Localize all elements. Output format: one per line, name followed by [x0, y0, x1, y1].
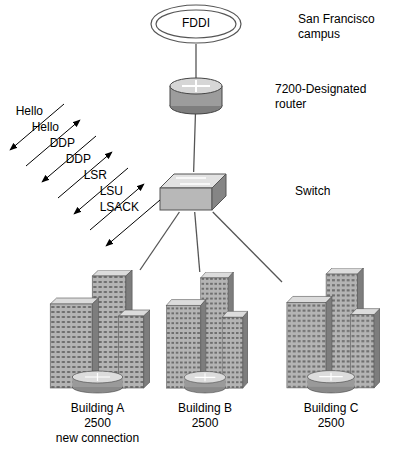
- building-node: Building C2500: [282, 268, 380, 395]
- building-illustration: [50, 268, 380, 393]
- protocol-label: Hello: [0, 104, 43, 119]
- network-link: [194, 114, 196, 172]
- network-link: [213, 212, 282, 282]
- node-label: Building B: [132, 401, 278, 416]
- node-label: Building A: [20, 401, 175, 416]
- node-label: FDDI: [150, 16, 242, 31]
- node-label: 2500: [20, 416, 175, 431]
- designated-router: 7200-Designated router: [170, 78, 222, 114]
- network-link: [195, 212, 200, 272]
- building-node: Building A2500new connection: [45, 270, 150, 395]
- protocol-label: LSACK: [79, 200, 139, 215]
- node-label: 2500: [256, 416, 400, 431]
- network-link: [140, 212, 179, 270]
- fddi-ring: FDDI: [150, 4, 242, 44]
- network-link: [195, 44, 196, 78]
- node-label: new connection: [20, 431, 175, 446]
- node-label: 7200-Designated router: [275, 82, 383, 112]
- building-node: Building B2500: [162, 272, 248, 395]
- protocol-label: LSR: [47, 168, 107, 183]
- protocol-label: LSU: [63, 184, 123, 199]
- switch-node: Switch: [160, 172, 226, 212]
- campus-label: San Francisco campus: [298, 12, 393, 42]
- node-label: Building C: [256, 401, 400, 416]
- node-label: 2500: [132, 416, 278, 431]
- protocol-label: DDP: [15, 136, 75, 151]
- protocol-label: DDP: [31, 152, 91, 167]
- node-label: Switch: [295, 184, 395, 199]
- switch-icon: [160, 174, 226, 210]
- protocol-label: Hello: [0, 120, 59, 135]
- router-icon: [170, 78, 222, 114]
